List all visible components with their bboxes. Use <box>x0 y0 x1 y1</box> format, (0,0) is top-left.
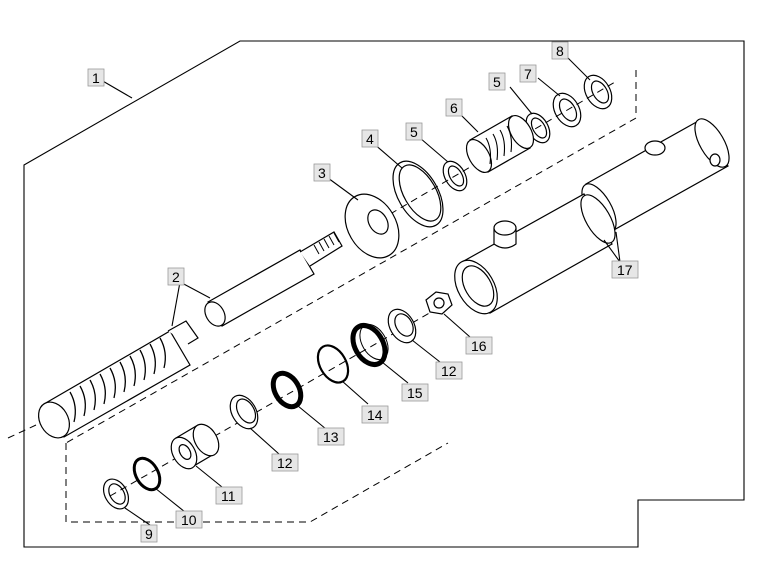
label-10: 10 <box>175 510 203 529</box>
washer-12-lower <box>229 394 259 430</box>
svg-text:14: 14 <box>367 407 383 423</box>
axis-line-rod <box>7 424 37 439</box>
svg-text:10: 10 <box>181 512 197 528</box>
small-ring-upper <box>442 160 468 192</box>
svg-text:16: 16 <box>471 338 487 354</box>
backup-ring-14 <box>316 344 350 384</box>
label-15: 15 <box>401 383 429 402</box>
label-13: 13 <box>317 427 345 446</box>
svg-text:13: 13 <box>323 429 339 445</box>
bushing <box>344 193 400 259</box>
upper-group-outline <box>65 70 637 444</box>
o-ring-10 <box>132 456 162 492</box>
label-8: 8 <box>551 41 569 60</box>
end-seal <box>583 74 613 110</box>
axis-line-lower <box>109 306 441 497</box>
washer-9 <box>102 478 130 510</box>
label-9: 9 <box>140 524 158 543</box>
svg-text:12: 12 <box>277 455 293 471</box>
label-3: 3 <box>313 163 331 182</box>
svg-text:5: 5 <box>493 74 501 90</box>
svg-text:8: 8 <box>556 43 564 59</box>
washer-12-upper <box>387 308 417 344</box>
diagram-frame <box>23 40 745 548</box>
svg-text:4: 4 <box>366 131 374 147</box>
leader-lines <box>100 57 621 526</box>
label-17: 17 <box>611 260 639 279</box>
svg-text:6: 6 <box>450 100 458 116</box>
label-12-lower: 12 <box>271 453 299 472</box>
label-16: 16 <box>465 336 493 355</box>
svg-text:5: 5 <box>410 124 418 140</box>
piston-rod <box>37 320 199 439</box>
label-14: 14 <box>361 405 389 424</box>
svg-text:9: 9 <box>145 526 153 542</box>
svg-text:17: 17 <box>617 262 633 278</box>
svg-text:7: 7 <box>524 66 532 82</box>
piston-11 <box>170 423 220 470</box>
svg-text:1: 1 <box>92 70 100 86</box>
lower-group-outline <box>65 442 449 523</box>
svg-text:3: 3 <box>318 165 326 181</box>
cylinder-body-lower <box>454 193 616 315</box>
rod-tube <box>204 231 343 327</box>
svg-text:2: 2 <box>172 269 180 285</box>
svg-text:11: 11 <box>221 488 236 504</box>
svg-text:15: 15 <box>407 385 423 401</box>
seal-13 <box>270 370 304 410</box>
label-7: 7 <box>519 64 537 83</box>
label-12-upper: 12 <box>435 361 463 380</box>
nut-16 <box>425 291 453 315</box>
large-ring <box>392 160 444 228</box>
label-4: 4 <box>361 129 379 148</box>
label-5-upper: 5 <box>405 122 423 141</box>
svg-text:12: 12 <box>441 363 457 379</box>
label-5-right: 5 <box>488 72 506 91</box>
label-1: 1 <box>87 68 105 87</box>
label-2: 2 <box>167 267 185 286</box>
seal-15 <box>350 323 389 367</box>
label-6: 6 <box>445 98 463 117</box>
spring-sleeve <box>465 115 535 173</box>
label-11: 11 <box>215 486 243 505</box>
